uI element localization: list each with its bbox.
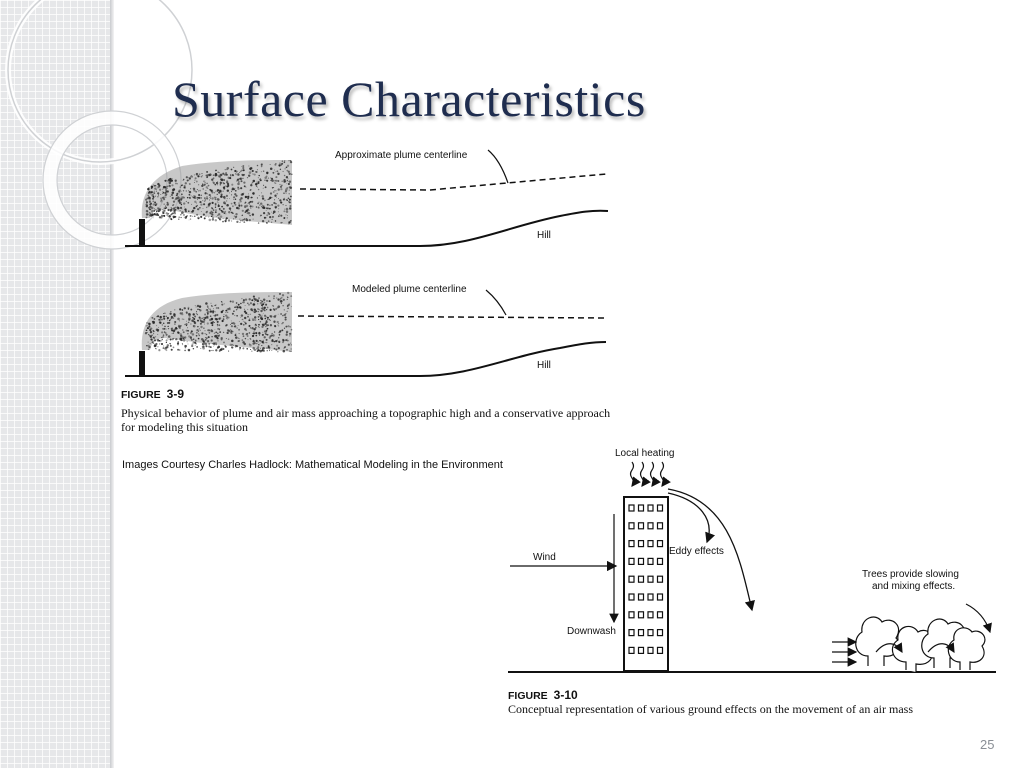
trees-label-2: and mixing effects. <box>872 581 955 592</box>
plume-top <box>141 160 293 225</box>
trees <box>855 616 986 672</box>
leader-top <box>487 149 509 184</box>
stack-bottom <box>139 351 145 376</box>
centerline-top <box>299 173 607 191</box>
eddy-arrow-small <box>667 492 715 544</box>
terrain-bottom <box>125 341 607 377</box>
figure-3-9-caption-2: for modeling this situation <box>121 420 248 434</box>
heat-waves <box>629 461 671 487</box>
plume-bottom <box>141 291 293 353</box>
hill-label-bottom: Hill <box>537 360 551 371</box>
downwash-label: Downwash <box>567 626 616 637</box>
figure-3-9-caption-1: Physical behavior of plume and air mass … <box>121 406 610 420</box>
tree-flow-arrows <box>832 603 992 667</box>
modeled-centerline-label: Modeled plume centerline <box>352 284 467 295</box>
terrain-top <box>125 209 609 247</box>
sidebar-edge <box>110 0 114 768</box>
figure-3-10-caption: Conceptual representation of various gro… <box>508 702 913 716</box>
local-heating-label: Local heating <box>615 448 675 459</box>
building <box>623 496 669 672</box>
trees-label-1: Trees provide slowing <box>862 569 959 580</box>
page-number: 25 <box>980 737 995 752</box>
hill-label-top: Hill <box>537 230 551 241</box>
image-credit: Images Courtesy Charles Hadlock: Mathema… <box>122 459 503 471</box>
wind-label: Wind <box>533 552 556 563</box>
eddy-arrow-large <box>667 488 755 612</box>
slide-title: Surface Characteristics <box>172 71 646 127</box>
eddy-effects-label: Eddy effects <box>669 546 724 557</box>
leader-bottom <box>485 289 507 316</box>
approx-centerline-label: Approximate plume centerline <box>335 150 468 161</box>
stack-top <box>139 219 145 246</box>
building-windows <box>628 504 664 655</box>
centerline-bottom <box>297 315 607 319</box>
